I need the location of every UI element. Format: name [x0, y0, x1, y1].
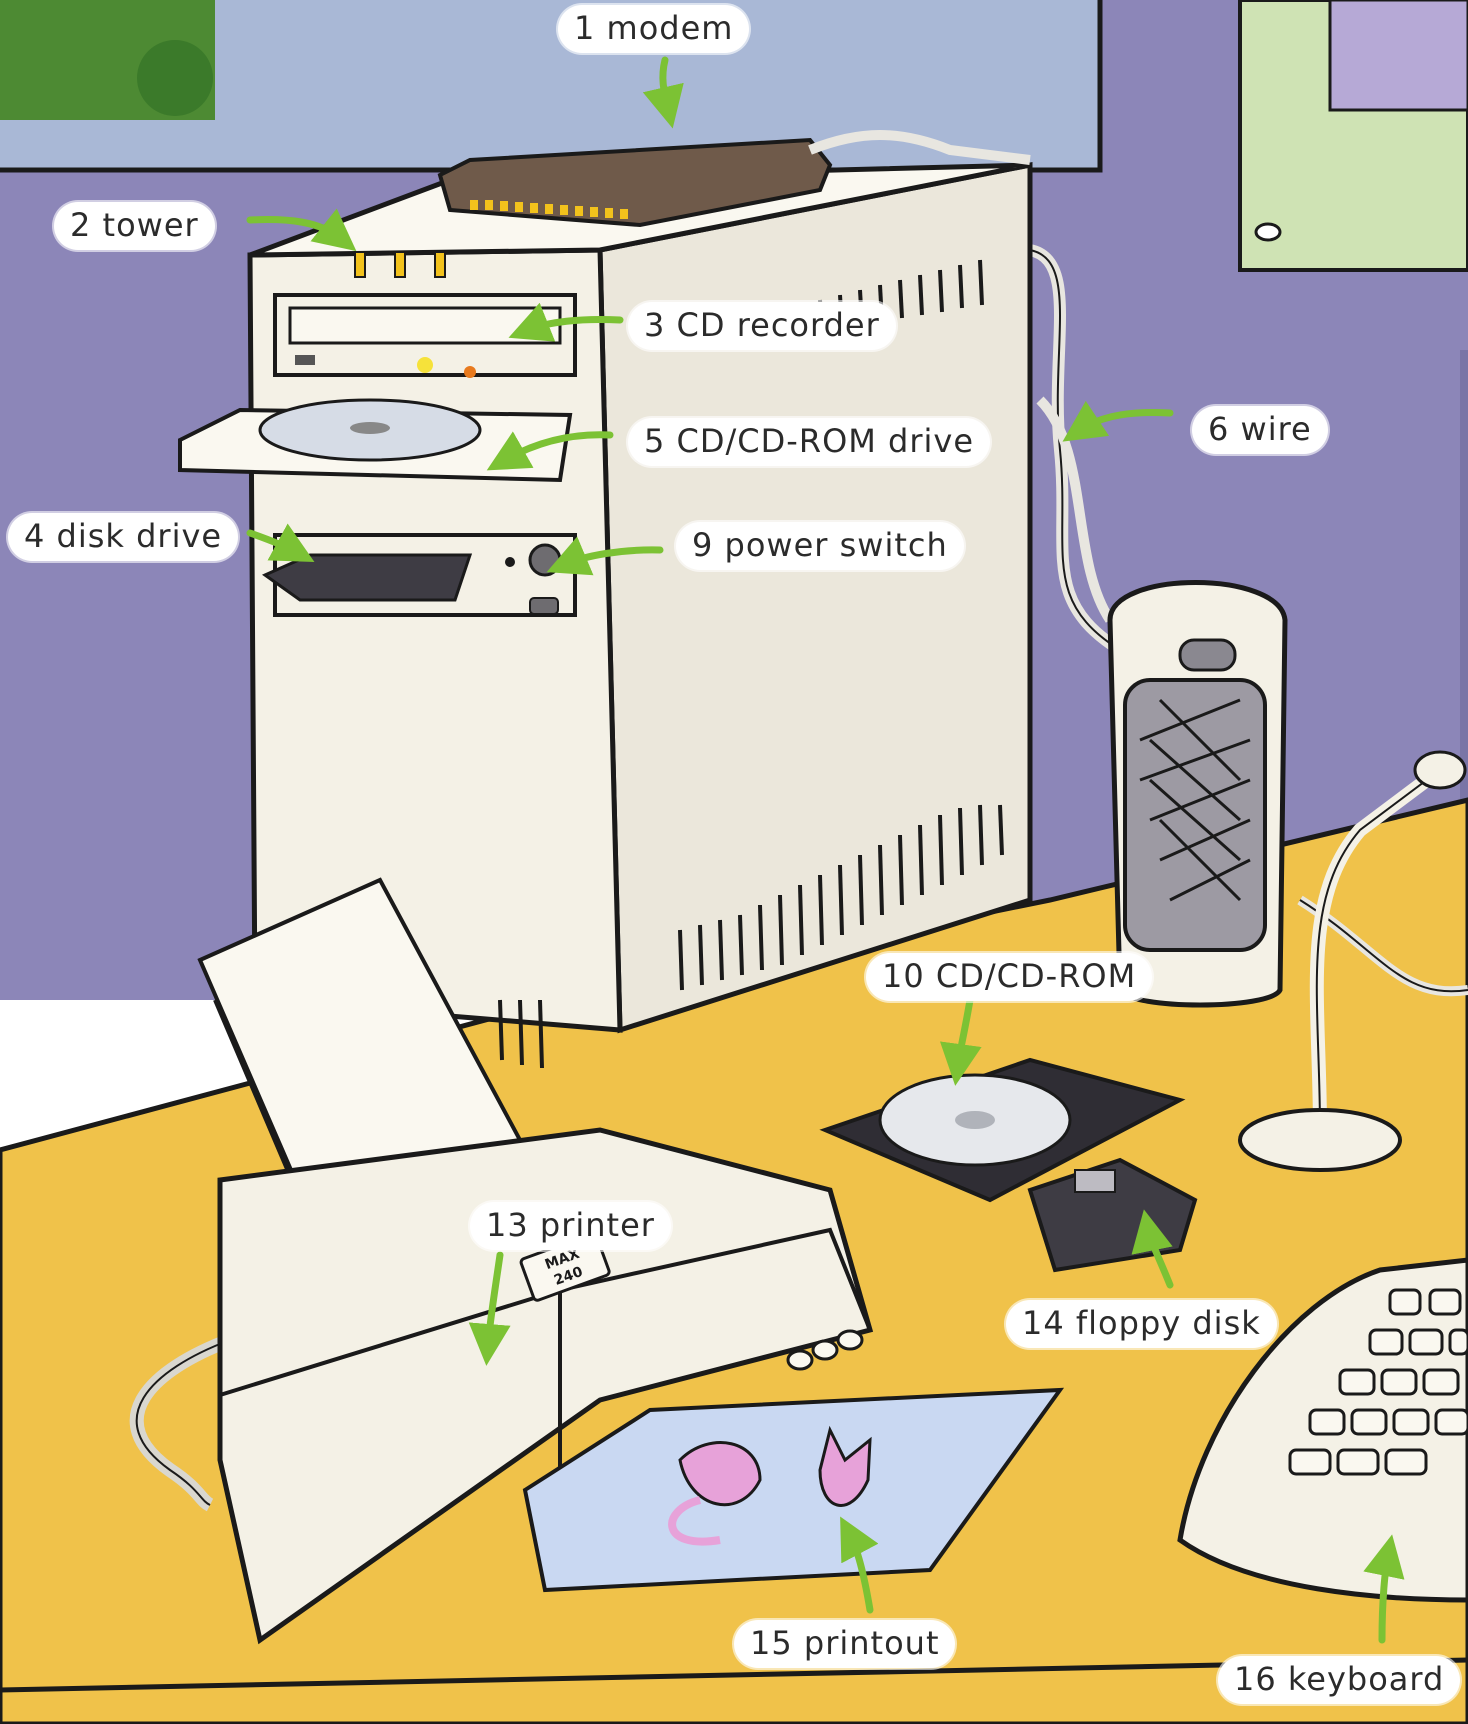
label-power-switch: 9 power switch	[676, 522, 964, 570]
label-tower: 2 tower	[54, 202, 215, 250]
label-modem: 1 modem	[558, 5, 749, 53]
label-wire: 6 wire	[1192, 406, 1328, 454]
tower-side	[600, 165, 1030, 1030]
label-cd-recorder: 3 CD recorder	[628, 302, 896, 350]
label-keyboard: 16 keyboard	[1218, 1656, 1460, 1704]
label-printer: 13 printer	[470, 1202, 671, 1250]
floppy-in-drive	[265, 555, 470, 600]
label-cd-rom: 10 CD/CD-ROM	[866, 953, 1152, 1001]
label-cd-rom-drive: 5 CD/CD-ROM drive	[628, 418, 990, 466]
label-floppy-disk: 14 floppy disk	[1006, 1300, 1277, 1348]
power-switch-button	[530, 545, 560, 575]
speaker-grille	[1125, 680, 1265, 950]
label-disk-drive: 4 disk drive	[8, 513, 238, 561]
label-printout: 15 printout	[734, 1620, 955, 1668]
